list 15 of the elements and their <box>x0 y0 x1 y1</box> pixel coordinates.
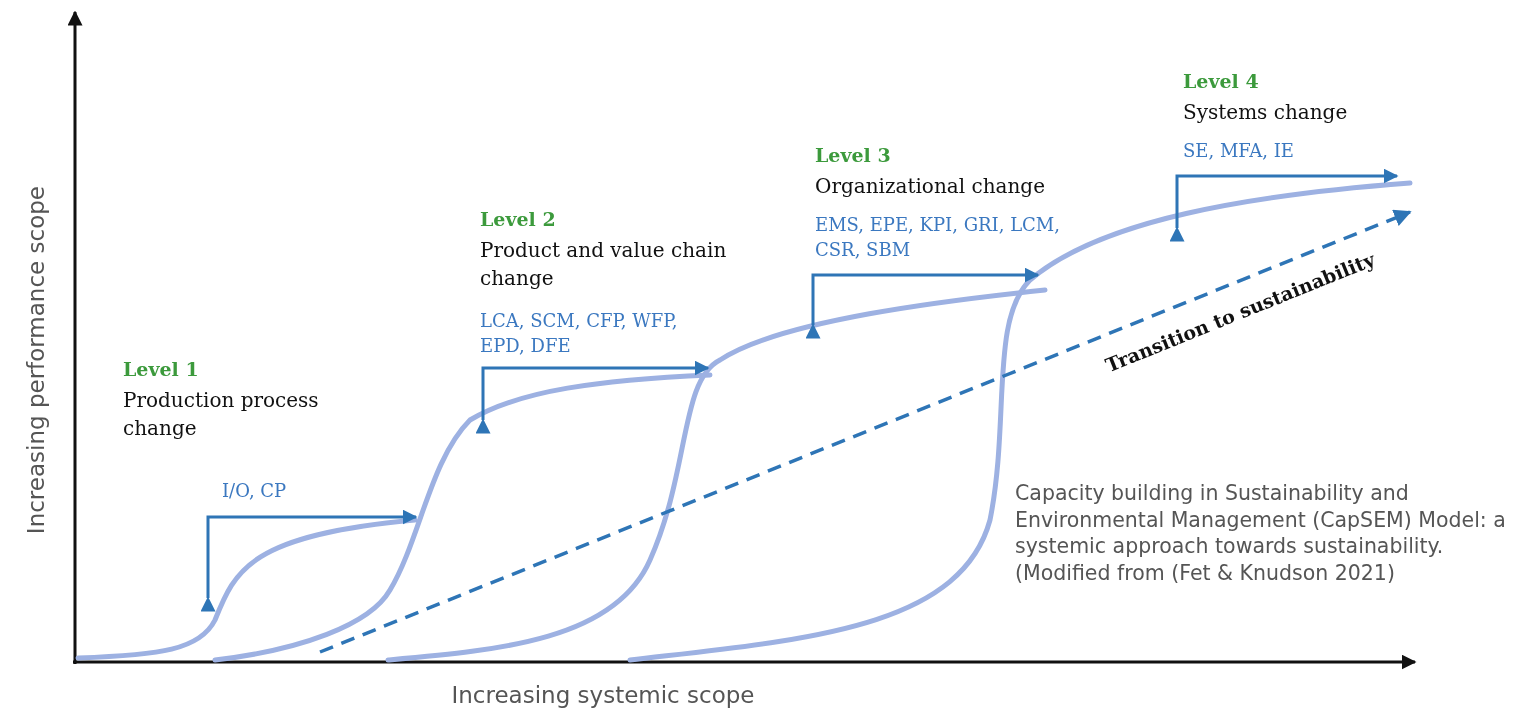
axis-label: Increasing performance scope <box>21 186 50 535</box>
level-title: Production process change <box>123 387 320 442</box>
level-heading: Level 1 <box>123 357 200 382</box>
caption: Capacity building in Sustainability and Environmental Management (CapSEM) Model: a systemic approach towards sustainability. (Modified from (Fet & Knudson 2021) <box>1015 480 1507 587</box>
tool-acronyms: I/O, CP <box>222 479 288 503</box>
level-heading: Level 3 <box>815 143 892 168</box>
level-heading: Level 4 <box>1183 69 1260 94</box>
tool-acronyms: SE, MFA, IE <box>1183 139 1295 163</box>
tool-acronyms: LCA, SCM, CFP, WFP, EPD, DFE <box>480 309 679 359</box>
level-title: Product and value chain change <box>480 237 728 292</box>
level-heading: Level 2 <box>480 207 557 232</box>
level-title: Organizational change <box>815 173 1046 200</box>
axis-label: Increasing systemic scope <box>451 681 755 710</box>
level-title: Systems change <box>1183 99 1349 126</box>
tool-acronyms: EMS, EPE, KPI, GRI, LCM, CSR, SBM <box>815 213 1061 263</box>
